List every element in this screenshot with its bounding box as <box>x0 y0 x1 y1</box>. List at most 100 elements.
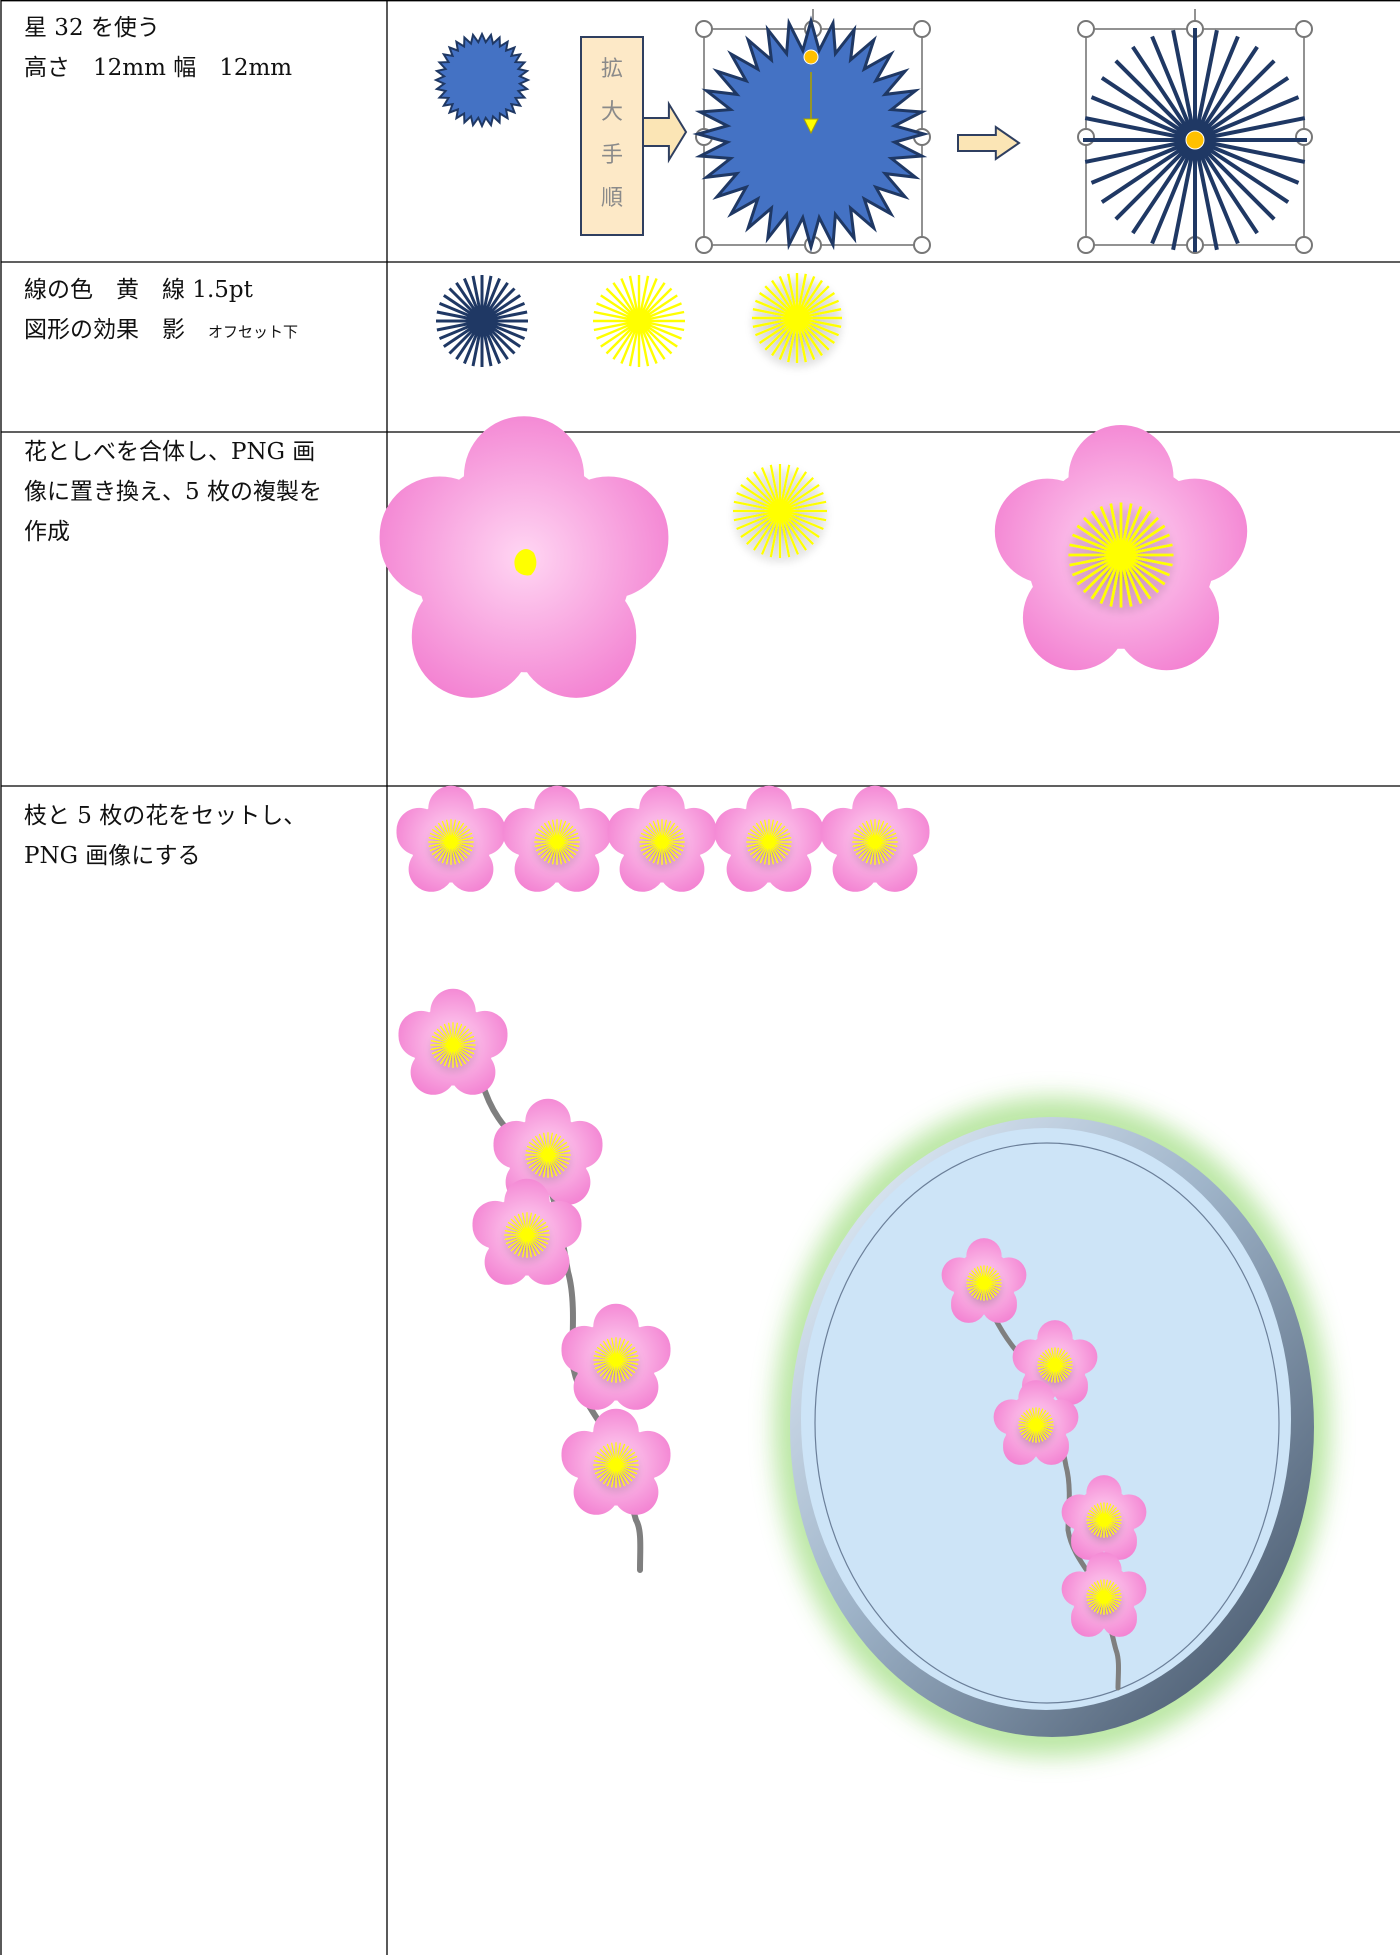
step-char-4: 順 <box>601 186 623 211</box>
branch-oval-flower-5-stamen-rays <box>1086 1579 1122 1615</box>
block-arrow-right-icon-2 <box>957 125 1021 161</box>
branch-oval-flower-3 <box>993 1380 1079 1465</box>
selection-handles-star-handle-5[interactable] <box>695 236 713 254</box>
branch-left-flower-4 <box>561 1303 671 1410</box>
branch-left-flower-3-stamen <box>504 1212 550 1258</box>
plum-flower-row-1-stamen-rays <box>428 819 474 865</box>
branch-oval-flower-5-stamen-core <box>1098 1591 1110 1603</box>
selection-handles-burst-handle-0[interactable] <box>1077 20 1095 38</box>
branch-oval-flower-2-stamen-rays <box>1037 1347 1073 1383</box>
row4-line2: PNG 画像にする <box>24 843 201 869</box>
branch-oval-flower-4 <box>1061 1475 1147 1560</box>
branch-left-flower-4-stamen-core <box>609 1353 623 1367</box>
plum-flower-row-2-stamen-rays <box>534 819 580 865</box>
plum-flower-row-3-stamen-rays <box>639 819 685 865</box>
row4-line1: 枝と 5 枚の花をセットし、 <box>24 803 307 829</box>
branch-left-flower-3-stamen-core <box>520 1228 534 1242</box>
plum-flower-row-5-stamen-rays <box>852 819 898 865</box>
plum-flower-with-stamen-icon <box>994 425 1248 671</box>
selection-handles-burst-handle-7[interactable] <box>1295 236 1313 254</box>
sunburst-navy-icon-rays <box>436 275 528 367</box>
adjust-handle-dot[interactable] <box>803 49 819 65</box>
sunburst-yellow-icon <box>593 275 685 367</box>
plum-flower-with-stamen-icon-stamen-rays <box>1068 502 1174 608</box>
branch-oval-flower-1-stamen <box>966 1265 1002 1301</box>
plum-flower-row-5-stamen <box>852 819 898 865</box>
row1-line2: 高さ 12mm 幅 12mm <box>24 55 293 81</box>
sunburst-yellow-shadow-icon-rays <box>752 273 842 363</box>
branch-oval-flower-3-stamen-core <box>1030 1419 1042 1431</box>
row3-line1: 花としべを合体し、PNG 画 <box>24 439 316 465</box>
branch-oval-flower-4-stamen-rays <box>1086 1502 1122 1538</box>
branch-left-flower-1-stamen <box>430 1022 476 1068</box>
branch-left-flower-1-stamen-core <box>446 1038 460 1052</box>
branch-left-flower-4-stamen-rays <box>593 1337 639 1383</box>
row2-line2-main: 図形の効果 影 <box>24 317 208 343</box>
step-box: 拡 大 手 順 <box>580 36 644 236</box>
row1-label: 星 32 を使う 高さ 12mm 幅 12mm <box>24 8 292 88</box>
branch-left-flower-1 <box>398 988 508 1095</box>
row3-line3: 作成 <box>24 519 70 545</box>
plum-flower-row-2 <box>502 785 612 892</box>
row2-line2: 図形の効果 影 オフセット下 <box>24 310 298 352</box>
sunburst-navy-large-icon <box>1083 28 1307 252</box>
selection-handles-burst-handle-2[interactable] <box>1295 20 1313 38</box>
branch-left-flower-2 <box>493 1098 603 1205</box>
row1-line1: 星 32 を使う <box>24 15 160 41</box>
block-arrow-right-icon-1 <box>640 100 688 164</box>
branch-oval-flower-5-stamen <box>1086 1579 1122 1615</box>
selection-handles-star-handle-0[interactable] <box>695 20 713 38</box>
branch-left-flower-5-stamen-rays <box>593 1442 639 1488</box>
branch-left-flower-5 <box>561 1408 671 1515</box>
sunburst-yellow-icon-rays <box>593 275 685 367</box>
row2-line2-small: オフセット下 <box>208 323 299 341</box>
selection-handles-burst-handle-4[interactable] <box>1295 128 1313 146</box>
plum-flower-row-4 <box>714 785 824 892</box>
star32-small-icon <box>433 31 531 129</box>
selection-handles-star-handle-2[interactable] <box>913 20 931 38</box>
plum-flower-row-5 <box>820 785 930 892</box>
oval-frame-inner-line <box>814 1142 1280 1704</box>
plum-flower-row-2-stamen <box>534 819 580 865</box>
selection-handles-burst-handle-3[interactable] <box>1077 128 1095 146</box>
plum-flower-row-5-stamen-core <box>868 835 882 849</box>
center-handle-dot[interactable] <box>1185 130 1205 150</box>
branch-oval-flower-3-stamen-rays <box>1018 1407 1054 1443</box>
branch-left-flower-3 <box>472 1178 582 1285</box>
plum-flower-row-1-stamen <box>428 819 474 865</box>
plum-flower-with-stamen-icon-stamen <box>1068 502 1174 608</box>
sunburst-yellow-row3-icon <box>733 464 827 558</box>
branch-oval-flower-1 <box>941 1238 1027 1323</box>
row3-label: 花としべを合体し、PNG 画 像に置き換え、5 枚の複製を 作成 <box>24 432 322 552</box>
plum-flower-row-2-stamen-core <box>550 835 564 849</box>
row2-line1: 線の色 黄 線 1.5pt <box>24 277 253 303</box>
plum-flower-row-4-stamen <box>746 819 792 865</box>
branch-left-flower-2-stamen <box>525 1132 571 1178</box>
plum-flower-row-1 <box>396 785 506 892</box>
branch-oval-flower-4-stamen-core <box>1098 1514 1110 1526</box>
plum-flower-row-3-stamen-core <box>655 835 669 849</box>
branch-oval-flower-1-stamen-rays <box>966 1265 1002 1301</box>
step-char-2: 大 <box>601 100 623 125</box>
plum-flower-row-3 <box>607 785 717 892</box>
step-char-1: 拡 <box>601 57 623 82</box>
selection-handles-star-handle-7[interactable] <box>913 236 931 254</box>
plum-flower-row-1-stamen-core <box>444 835 458 849</box>
row3-line2: 像に置き換え、5 枚の複製を <box>24 479 322 505</box>
plum-flower-row-4-stamen-core <box>762 835 776 849</box>
plum-flower-row-3-stamen <box>639 819 685 865</box>
branch-oval-flower-5 <box>1061 1552 1147 1637</box>
yellow-pointer-arrow-icon <box>803 118 819 135</box>
branch-oval-flower-4-stamen <box>1086 1502 1122 1538</box>
plum-flower-with-stamen-icon-stamen-core <box>1106 540 1136 570</box>
branch-oval-flower-2-stamen-core <box>1049 1359 1061 1371</box>
branch-left-flower-1-stamen-rays <box>430 1022 476 1068</box>
branch-oval-flower-1-stamen-core <box>978 1277 990 1289</box>
sunburst-navy-large-icon-rays <box>1083 28 1307 252</box>
branch-oval-flower-2-stamen <box>1037 1347 1073 1383</box>
step-char-3: 手 <box>601 143 623 168</box>
selection-handles-burst-handle-5[interactable] <box>1077 236 1095 254</box>
selection-handles-burst <box>1077 9 1313 254</box>
sunburst-yellow-shadow-icon <box>752 273 842 363</box>
